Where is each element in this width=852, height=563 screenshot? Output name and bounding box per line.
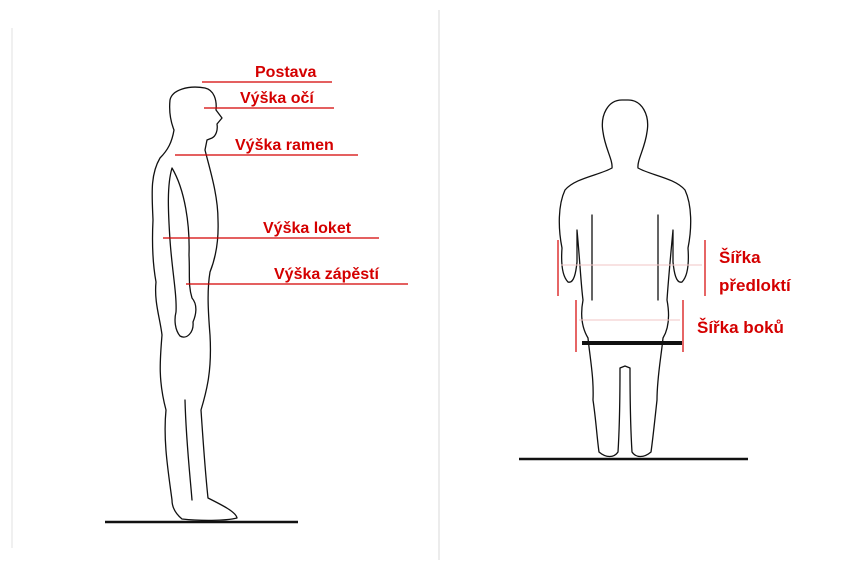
label-forearm-width-line2: předloktí <box>719 276 792 295</box>
label-shoulder-height: Výška ramen <box>235 137 334 154</box>
side-view-panel: Postava Výška očí Výška ramen Výška loke… <box>105 64 408 522</box>
side-view-figure <box>152 87 237 520</box>
label-stature: Postava <box>255 64 316 81</box>
label-eye-height: Výška očí <box>240 90 314 107</box>
label-wrist-height: Výška zápěstí <box>274 266 380 283</box>
label-elbow-height: Výška loket <box>263 220 352 237</box>
label-forearm-width-line1: Šířka <box>719 248 761 267</box>
front-view-panel: Šířka předloktí Šířka boků <box>519 100 792 459</box>
label-hip-width: Šířka boků <box>697 318 784 337</box>
front-view-figure <box>559 100 690 457</box>
